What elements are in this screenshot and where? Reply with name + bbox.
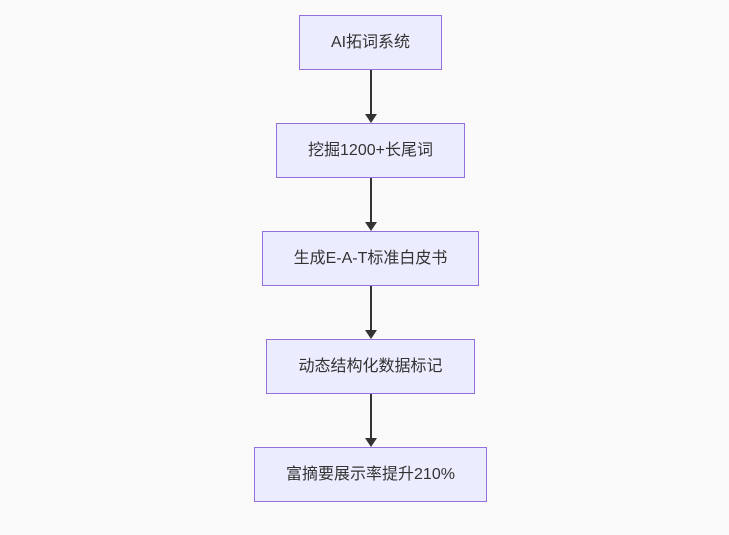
node-label: 富摘要展示率提升210% <box>286 466 455 483</box>
arrow-line <box>369 70 372 114</box>
flowchart-canvas: AI拓词系统 挖掘1200+长尾词 生成E-A-T标准白皮书 动态结构化数据标记… <box>6 0 729 535</box>
arrow-head-down-icon <box>364 438 377 447</box>
flow-arrow-3 <box>364 286 377 339</box>
node-label: AI拓词系统 <box>330 34 411 51</box>
arrow-line <box>369 394 372 438</box>
node-label: 动态结构化数据标记 <box>298 358 443 375</box>
arrow-head-down-icon <box>364 222 377 231</box>
arrow-head-down-icon <box>364 330 377 339</box>
arrow-line <box>369 286 372 330</box>
node-label: 生成E-A-T标准白皮书 <box>293 250 448 267</box>
flowchart-node-rich-snippet-result: 富摘要展示率提升210% <box>254 447 487 502</box>
arrow-head-down-icon <box>364 114 377 123</box>
flowchart-node-longtail-mining: 挖掘1200+长尾词 <box>276 123 465 178</box>
flow-arrow-4 <box>364 394 377 447</box>
flow-arrow-1 <box>364 70 377 123</box>
arrow-line <box>369 178 372 222</box>
flowchart-node-ai-word-system: AI拓词系统 <box>298 15 443 70</box>
flowchart-node-structured-data: 动态结构化数据标记 <box>266 339 475 394</box>
flowchart-node-eat-whitepaper: 生成E-A-T标准白皮书 <box>261 231 480 286</box>
node-label: 挖掘1200+长尾词 <box>308 142 433 159</box>
flow-arrow-2 <box>364 178 377 231</box>
